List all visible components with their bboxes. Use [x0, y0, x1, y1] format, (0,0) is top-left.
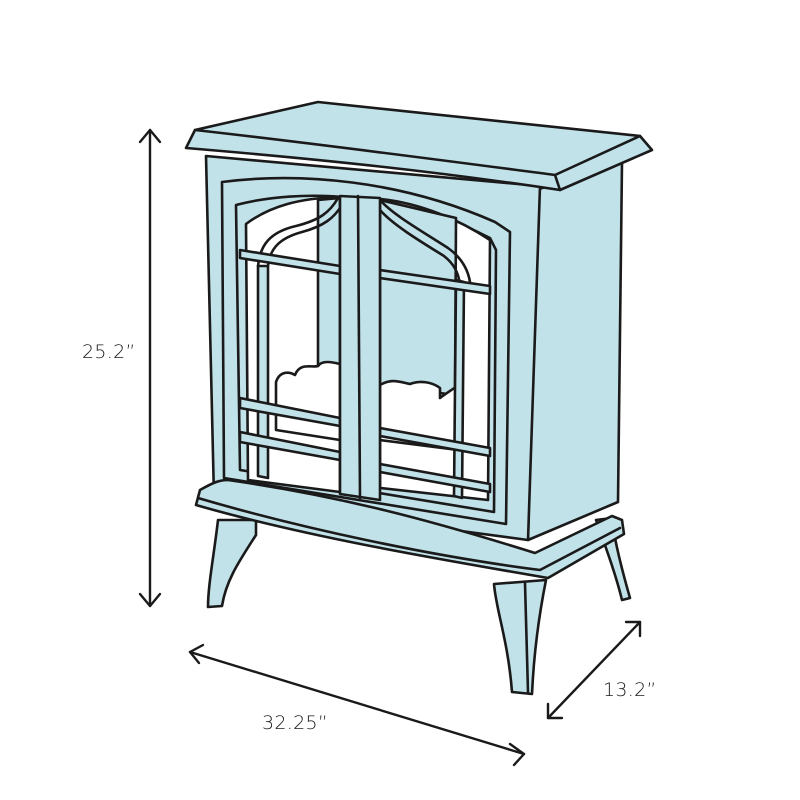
log-left — [274, 360, 342, 442]
width-dimension-label: 32.25” — [262, 712, 329, 734]
width-dimension-arrow — [188, 643, 526, 767]
base-plinth — [194, 478, 626, 580]
depth-dimension-label: 13.2” — [603, 679, 657, 701]
height-dimension-arrow — [138, 128, 162, 608]
leg-front-right — [492, 578, 548, 696]
depth-dimension-arrow — [546, 620, 642, 720]
height-dimension-label: 25.2” — [82, 341, 136, 363]
leg-front-left — [206, 518, 258, 609]
side-panel — [526, 160, 624, 542]
